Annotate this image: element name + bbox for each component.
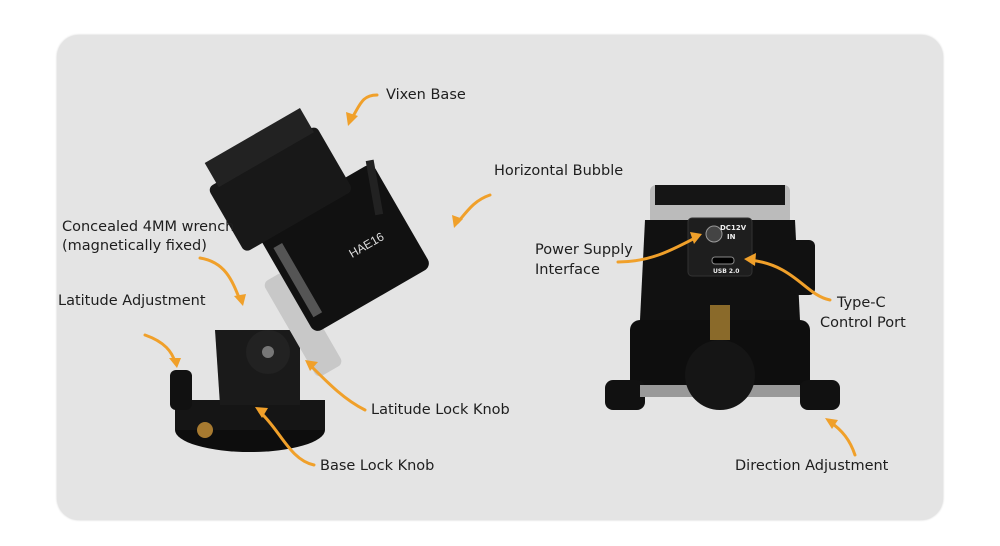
arrow-base-lock bbox=[258, 410, 316, 467]
label-wrench-line1: Concealed 4MM wrench bbox=[62, 219, 235, 235]
label-typec-line2: Control Port bbox=[820, 315, 906, 331]
arrow-wrench bbox=[198, 256, 242, 302]
arrow-direction bbox=[828, 420, 857, 457]
label-latitude-lock-knob: Latitude Lock Knob bbox=[371, 402, 510, 418]
dc-label: DC12V bbox=[720, 224, 747, 232]
label-direction-adjustment: Direction Adjustment bbox=[735, 458, 889, 474]
label-latitude-adjustment: Latitude Adjustment bbox=[58, 293, 206, 309]
label-power-line2: Interface bbox=[535, 262, 600, 278]
label-base-lock-knob: Base Lock Knob bbox=[320, 458, 435, 474]
label-horizontal-bubble: Horizontal Bubble bbox=[494, 163, 624, 179]
dc-in-label: IN bbox=[727, 233, 736, 241]
label-wrench-line2: (magnetically fixed) bbox=[62, 238, 207, 254]
usb-label: USB 2.0 bbox=[713, 268, 739, 275]
arrow-horizontal-bubble bbox=[456, 193, 492, 224]
arrow-vixen-base bbox=[350, 93, 379, 120]
left-mount: HAE16 bbox=[170, 107, 429, 452]
arrow-latitude-lock bbox=[308, 363, 367, 412]
right-mount bbox=[605, 185, 840, 410]
label-power-line1: Power Supply bbox=[535, 242, 633, 258]
label-typec-line1: Type-C bbox=[837, 295, 886, 311]
arrow-power bbox=[616, 236, 697, 264]
label-vixen-base: Vixen Base bbox=[386, 87, 466, 103]
arrow-typec bbox=[748, 258, 832, 302]
arrow-latitude-adjustment bbox=[143, 333, 177, 364]
